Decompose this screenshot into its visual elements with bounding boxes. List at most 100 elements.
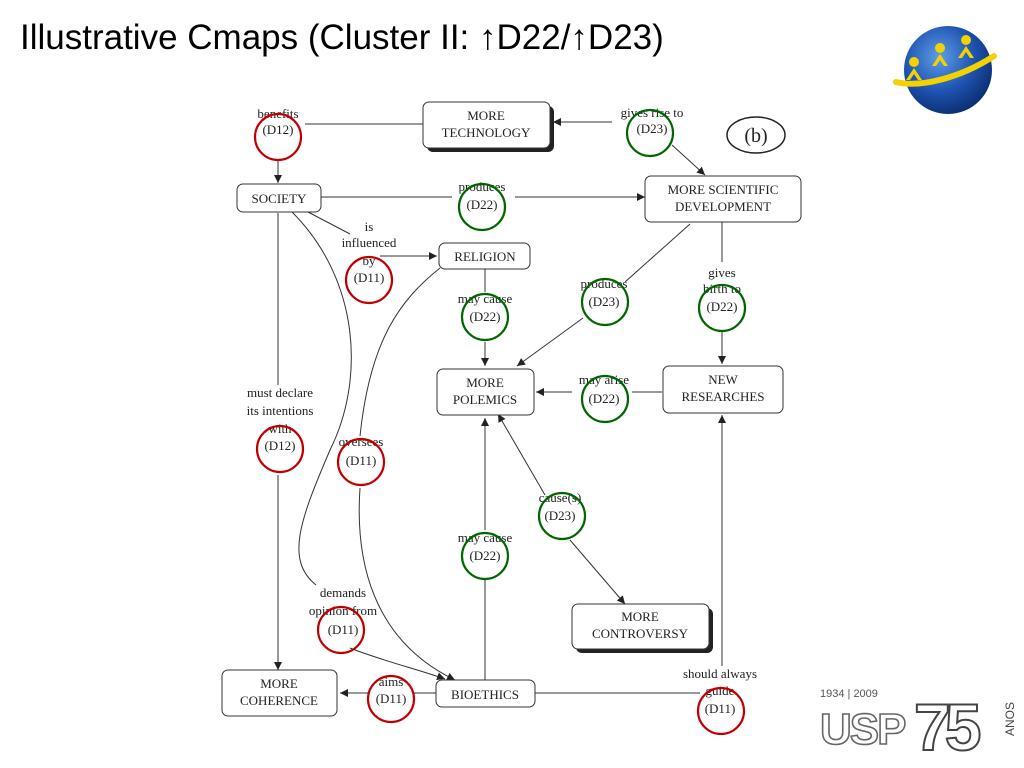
svg-text:produces(D23): produces (D23): [581, 276, 628, 309]
edge-produces-2-out: [516, 317, 584, 367]
footer-anos-word: ANOS: [1003, 702, 1017, 736]
link-influenced-line4: (D11): [354, 270, 385, 285]
link-may-cause-2-line2: (D22): [469, 548, 500, 563]
edge-oversees-in: [359, 267, 441, 437]
svg-text:benefits(D12): benefits(D12): [257, 106, 298, 137]
panel-label: (b): [726, 116, 786, 154]
ring-influenced-by: [344, 255, 394, 305]
svg-text:produces(D22): produces(D22): [459, 179, 506, 212]
link-gives-rise-line2: (D23): [636, 121, 667, 136]
node-new-researches-line2: RESEARCHES: [681, 389, 764, 404]
globe-with-figures-logo-icon: [893, 26, 997, 114]
svg-text:may cause(D22): may cause (D22): [458, 291, 513, 324]
node-more-coherence: MORE COHERENCE: [221, 669, 338, 717]
ring-causes: [537, 491, 587, 541]
link-gives-birth-line1: gives: [708, 265, 735, 280]
link-may-cause-1-line1: may cause: [458, 291, 513, 306]
edges: [274, 118, 726, 697]
link-influenced-line2: influenced: [342, 235, 397, 250]
node-more-technology-line2: TECHNOLOGY: [442, 125, 531, 140]
ring-gives-rise-to: [625, 108, 675, 158]
node-more-controversy: MORE CONTROVERSY: [571, 603, 713, 653]
link-may-arise-line1: may arise: [579, 372, 629, 387]
node-more-polemics-line1: MORE: [466, 375, 504, 390]
node-more-coherence-line1: MORE: [260, 676, 298, 691]
link-gives-rise-line1: gives rise to: [621, 105, 684, 120]
link-must-declare-line3: with: [268, 421, 292, 436]
ring-oversees: [336, 437, 386, 487]
edge-causes-out: [569, 539, 626, 605]
svg-text:gives rise to(D23): gives rise to(D23): [621, 105, 684, 136]
node-religion-label: RELIGION: [454, 249, 516, 264]
edge-causes-in: [497, 413, 546, 496]
link-may-cause-1-line2: (D22): [469, 309, 500, 324]
ring-benefits: [253, 112, 303, 162]
link-may-cause-2-line1: may cause: [458, 530, 513, 545]
edge-demands-in: [291, 211, 352, 586]
link-causes-line2: (D23): [544, 508, 575, 523]
link-demands-line2: opinion from: [309, 603, 377, 618]
link-produces-1-line2: (D22): [466, 197, 497, 212]
footer-usp-letters: USP: [820, 705, 905, 754]
link-produces-2-line2: (D23): [588, 294, 619, 309]
node-more-controversy-line2: CONTROVERSY: [592, 626, 689, 641]
link-gives-birth-line3: (D22): [706, 299, 737, 314]
node-more-coherence-line2: COHERENCE: [240, 693, 318, 708]
link-oversees-line2: (D11): [346, 453, 377, 468]
link-phrases: benefits(D12) gives rise to(D23) produce…: [247, 105, 757, 716]
link-influenced-line3: by: [363, 253, 377, 268]
node-society: SOCIETY: [236, 183, 322, 213]
link-should-guide-line2: guide: [706, 683, 735, 698]
ring-aims: [366, 674, 416, 724]
slide-title: Illustrative Cmaps (Cluster II: ↑D22/↑D2…: [20, 18, 664, 57]
link-must-declare-line4: (D12): [264, 438, 295, 453]
svg-text:cause(s)(D23): cause(s)(D23): [539, 490, 582, 523]
node-msd-line2: DEVELOPMENT: [675, 199, 771, 214]
edge-influenced-in: [307, 211, 351, 235]
link-benefits-line2: (D12): [262, 122, 293, 137]
svg-text:may cause(D22): may cause (D22): [458, 530, 513, 563]
link-produces-2-line1: produces: [581, 276, 628, 291]
footer-years: 1934 | 2009: [820, 688, 878, 700]
ring-produces-1: [457, 182, 507, 232]
link-aims-line2: (D11): [376, 691, 407, 706]
edge-produces-2-in: [624, 223, 691, 283]
node-msd-line1: MORE SCIENTIFIC: [668, 182, 779, 197]
node-bioethics-label: BIOETHICS: [451, 687, 519, 702]
link-must-declare-line1: must declare: [247, 385, 313, 400]
link-must-declare-line2: its intentions: [247, 403, 314, 418]
node-more-scientific-development: MORE SCIENTIFIC DEVELOPMENT: [644, 175, 802, 223]
link-should-guide-line3: (D11): [705, 701, 736, 716]
svg-text:oversees(D11): oversees (D11): [339, 434, 384, 468]
edge-oversees-out: [358, 487, 456, 681]
ring-may-cause-1: [460, 292, 510, 342]
usp-75-anos-logo-icon: 1934 | 2009 USP 75 ANOS: [819, 688, 1017, 764]
ring-may-cause-2: [460, 531, 510, 581]
node-more-controversy-line1: MORE: [621, 609, 659, 624]
link-influenced-line1: is: [365, 219, 374, 234]
node-society-label: SOCIETY: [252, 191, 308, 206]
node-religion: RELIGION: [438, 242, 531, 270]
ring-produces-2: [580, 277, 630, 327]
edge-demands-out: [349, 647, 446, 681]
edge-gives-rise-to-out: [671, 144, 706, 176]
ring-must-declare: [255, 424, 305, 474]
svg-text:may arise(D22): may arise(D22): [579, 372, 629, 406]
link-demands-line1: demands: [320, 585, 366, 600]
link-oversees-line1: oversees: [339, 434, 384, 449]
link-demands-line3: (D11): [328, 622, 359, 637]
link-gives-birth-line2: birth to: [703, 281, 741, 296]
ring-gives-birth-to: [697, 283, 747, 333]
